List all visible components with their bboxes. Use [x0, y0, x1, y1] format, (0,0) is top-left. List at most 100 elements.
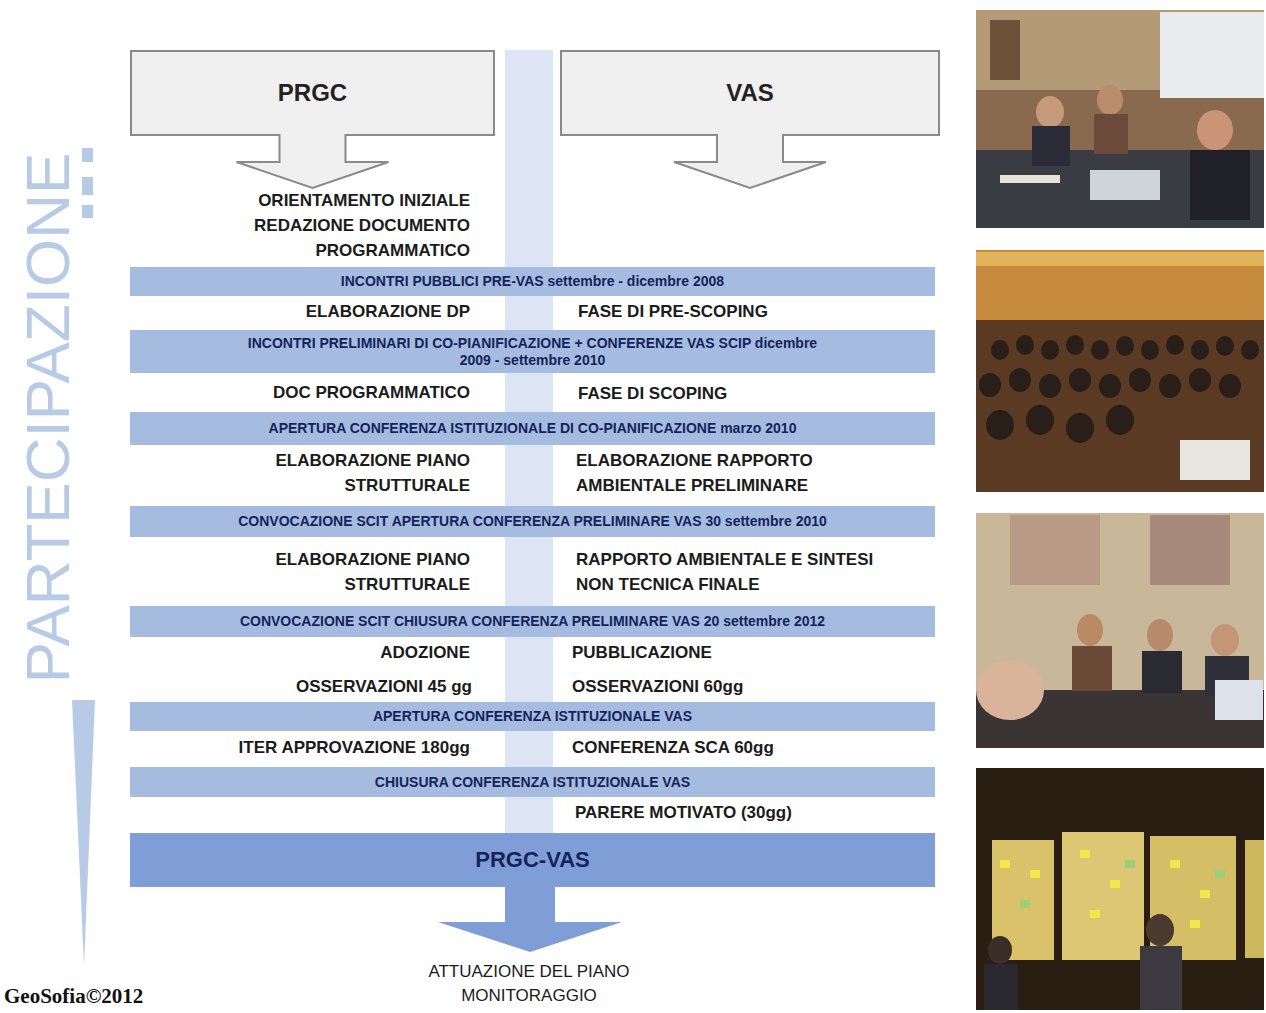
band-text: CONVOCAZIONE SCIT CHIUSURA CONFERENZA PR… — [240, 613, 825, 630]
photo — [1097, 85, 1123, 115]
phase-label-box: ELABORAZIONE PIANO STRUTTURALE — [210, 547, 470, 597]
participation-arrow — [82, 205, 93, 218]
milestone-band: INCONTRI PRELIMINARI DI CO-PIANIFICAZION… — [130, 330, 935, 373]
photo — [1066, 335, 1084, 355]
phase-label: GeoSofia©2012 — [4, 984, 143, 1008]
phase-label-box: PARERE MOTIVATO (30gg) — [575, 800, 915, 825]
phase-label-box: CONFERENZA SCA 60gg — [572, 735, 912, 760]
photo — [1129, 368, 1151, 392]
phase-label: FASE DI PRE-SCOPING — [578, 302, 768, 321]
phase-label: ELABORAZIONE RAPPORTO AMBIENTALE PRELIMI… — [576, 451, 813, 495]
phase-label-box: FASE DI SCOPING — [578, 381, 918, 406]
photo — [1026, 405, 1054, 435]
result-band: PRGC-VAS — [130, 833, 935, 887]
photo — [1110, 880, 1120, 888]
phase-title: PRGC — [278, 79, 347, 107]
photo — [976, 252, 1264, 266]
photo — [976, 320, 1264, 492]
phase-label-box: DOC PROGRAMMATICO — [180, 380, 470, 405]
phase-label: DOC PROGRAMMATICO — [273, 383, 470, 402]
phase-label: ORIENTAMENTO INIZIALE REDAZIONE DOCUMENT… — [254, 191, 470, 260]
photo — [1090, 910, 1100, 918]
photo — [1077, 614, 1103, 646]
photo — [986, 410, 1014, 440]
photo — [1200, 890, 1210, 898]
photo — [1215, 680, 1263, 720]
phase-label-box: GeoSofia©2012 — [4, 984, 234, 1009]
photo — [976, 768, 1264, 1010]
phase-label: ITER APPROVAZIONE 180gg — [239, 738, 470, 757]
photo — [1000, 175, 1060, 183]
photo — [976, 768, 1264, 1010]
photo — [1066, 413, 1094, 443]
photo — [1147, 619, 1173, 651]
arrow-shape — [131, 51, 494, 188]
photo — [1000, 860, 1010, 868]
phase-label: ELABORAZIONE DP — [306, 302, 470, 321]
arrow-outline — [130, 50, 495, 190]
photo — [1180, 440, 1250, 480]
photo — [976, 150, 1264, 228]
photo — [1062, 832, 1144, 960]
band-text: PRGC-VAS — [475, 847, 590, 873]
photo — [1211, 624, 1239, 656]
milestone-band: CONVOCAZIONE SCIT APERTURA CONFERENZA PR… — [130, 506, 935, 537]
photo — [1091, 340, 1109, 360]
participation-arrow — [82, 148, 93, 162]
phase-label: FASE DI SCOPING — [578, 384, 727, 403]
photo — [976, 10, 1264, 228]
band-text: APERTURA CONFERENZA ISTITUZIONALE VAS — [373, 708, 692, 725]
photo — [1041, 340, 1059, 360]
phase-label-box: ITER APPROVAZIONE 180gg — [150, 735, 470, 760]
phase-arrow-box: VAS — [560, 50, 940, 190]
photo — [1032, 126, 1070, 166]
photo — [1190, 920, 1200, 928]
photo — [1142, 651, 1182, 693]
photo — [1216, 336, 1234, 356]
photo — [1197, 110, 1233, 150]
photo — [1245, 840, 1264, 958]
photo — [1170, 860, 1180, 868]
band-text: CONVOCAZIONE SCIT APERTURA CONFERENZA PR… — [238, 513, 827, 530]
phase-label: ADOZIONE — [380, 643, 470, 662]
photo — [976, 10, 1264, 228]
photo — [1094, 114, 1128, 154]
photo — [1146, 914, 1174, 946]
photo — [1009, 368, 1031, 392]
photo — [1166, 335, 1184, 355]
phase-label: ELABORAZIONE PIANO STRUTTURALE — [275, 550, 470, 594]
photo — [1141, 340, 1159, 360]
band-text: CHIUSURA CONFERENZA ISTITUZIONALE VAS — [375, 774, 690, 791]
phase-label-box: ORIENTAMENTO INIZIALE REDAZIONE DOCUMENT… — [180, 188, 470, 263]
photo — [1090, 170, 1160, 200]
photo — [1036, 96, 1064, 128]
milestone-band: APERTURA CONFERENZA ISTITUZIONALE DI CO-… — [130, 412, 935, 445]
phase-label: CONFERENZA SCA 60gg — [572, 738, 774, 757]
photo — [1116, 336, 1134, 356]
photo — [1189, 368, 1211, 392]
band-text: INCONTRI PRELIMINARI DI CO-PIANIFICAZION… — [233, 335, 833, 369]
photo — [988, 936, 1012, 964]
photo — [1010, 515, 1100, 585]
photo — [1000, 850, 1210, 928]
photo — [976, 250, 1264, 320]
phase-label-box: ELABORAZIONE PIANO STRUTTURALE — [210, 448, 470, 498]
phase-label: PUBBLICAZIONE — [572, 643, 712, 662]
band-text: APERTURA CONFERENZA ISTITUZIONALE DI CO-… — [269, 420, 797, 437]
phase-label: OSSERVAZIONI 45 gg — [296, 677, 472, 696]
photo — [976, 513, 1264, 748]
phase-label-box: FASE DI PRE-SCOPING — [578, 299, 918, 324]
phase-label: ELABORAZIONE PIANO STRUTTURALE — [275, 451, 470, 495]
arrow-title: VAS — [560, 50, 940, 135]
phase-title: VAS — [726, 79, 774, 107]
photo — [1140, 946, 1182, 1010]
photo — [990, 20, 1020, 80]
milestone-band: INCONTRI PUBBLICI PRE-VAS settembre - di… — [130, 267, 935, 296]
photo — [976, 660, 1044, 720]
photo — [1099, 374, 1121, 398]
phase-label: ATTUAZIONE DEL PIANO MONITORAGGIO — [428, 962, 629, 1005]
photo — [1020, 900, 1030, 908]
photo — [1080, 850, 1090, 858]
phase-label-box: OSSERVAZIONI 45 gg — [180, 674, 472, 699]
photo — [1069, 368, 1091, 392]
